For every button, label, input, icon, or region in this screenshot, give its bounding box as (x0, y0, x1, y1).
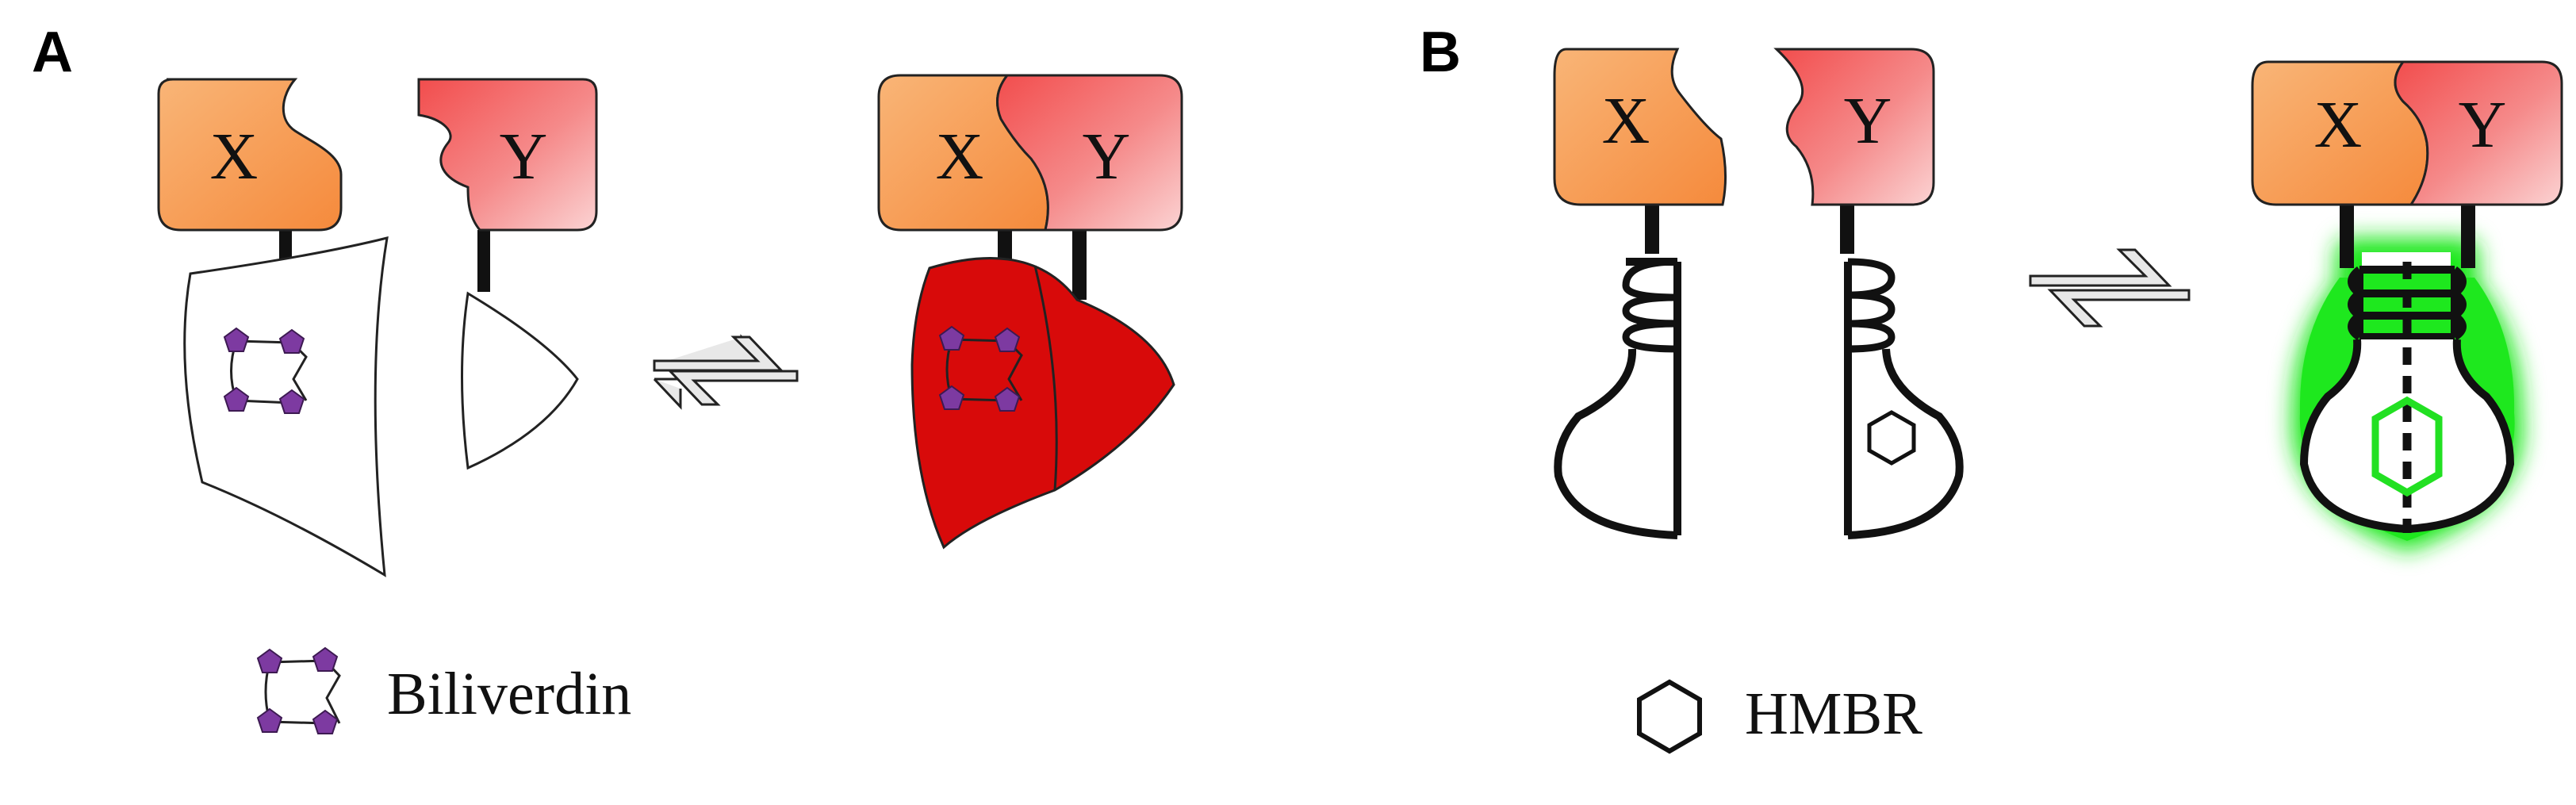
hmbr-legend-icon (1637, 679, 1702, 754)
biliverdin-legend-icon (257, 647, 341, 734)
panel-a-equilibrium-arrows (653, 334, 799, 410)
panel-b-label: B (1420, 21, 1461, 84)
panel-b-y-label: Y (1844, 84, 1892, 158)
panel-b-hmbr-in-fragment (1867, 410, 1916, 466)
panel-b-bound-hmbr (2371, 396, 2443, 497)
panel-b-complex-y-label: Y (2459, 88, 2507, 162)
panel-a-x-label: X (210, 120, 259, 194)
panel-a-protein-y-fragment: Y (417, 78, 598, 470)
panel-a-protein-x-fragment: X (157, 78, 389, 577)
panel-a-label: A (32, 21, 73, 84)
panel-b-complex: X Y (2251, 60, 2563, 551)
panel-b-protein-x-fragment: X (1553, 48, 1727, 539)
panel-b: B X Y (1420, 21, 2563, 754)
panel-b-legend: HMBR (1637, 679, 1922, 754)
panel-b-half-bulb-left (1554, 258, 1681, 539)
panel-b-lit-bulb (2299, 252, 2515, 534)
panel-a-legend: Biliverdin (257, 647, 631, 734)
panel-b-x-label: X (1602, 84, 1650, 158)
panel-b-half-bulb-right (1844, 258, 1964, 539)
panel-a-y-label: Y (500, 120, 548, 194)
panel-a-complex-y-label: Y (1083, 120, 1131, 194)
panel-a: A X Y (32, 21, 1183, 734)
panel-b-complex-x-label: X (2314, 88, 2363, 162)
panel-b-protein-y-fragment: Y (1773, 48, 1964, 539)
biliverdin-legend-label: Biliverdin (387, 661, 631, 727)
panel-a-bound-biliverdin (939, 326, 1023, 412)
hmbr-legend-label: HMBR (1745, 680, 1922, 747)
panel-a-complex: X Y (877, 74, 1183, 550)
panel-a-complex-x-label: X (936, 120, 984, 194)
panel-a-biliverdin-in-fragment (224, 328, 308, 414)
panel-b-equilibrium-arrows (2029, 248, 2191, 328)
